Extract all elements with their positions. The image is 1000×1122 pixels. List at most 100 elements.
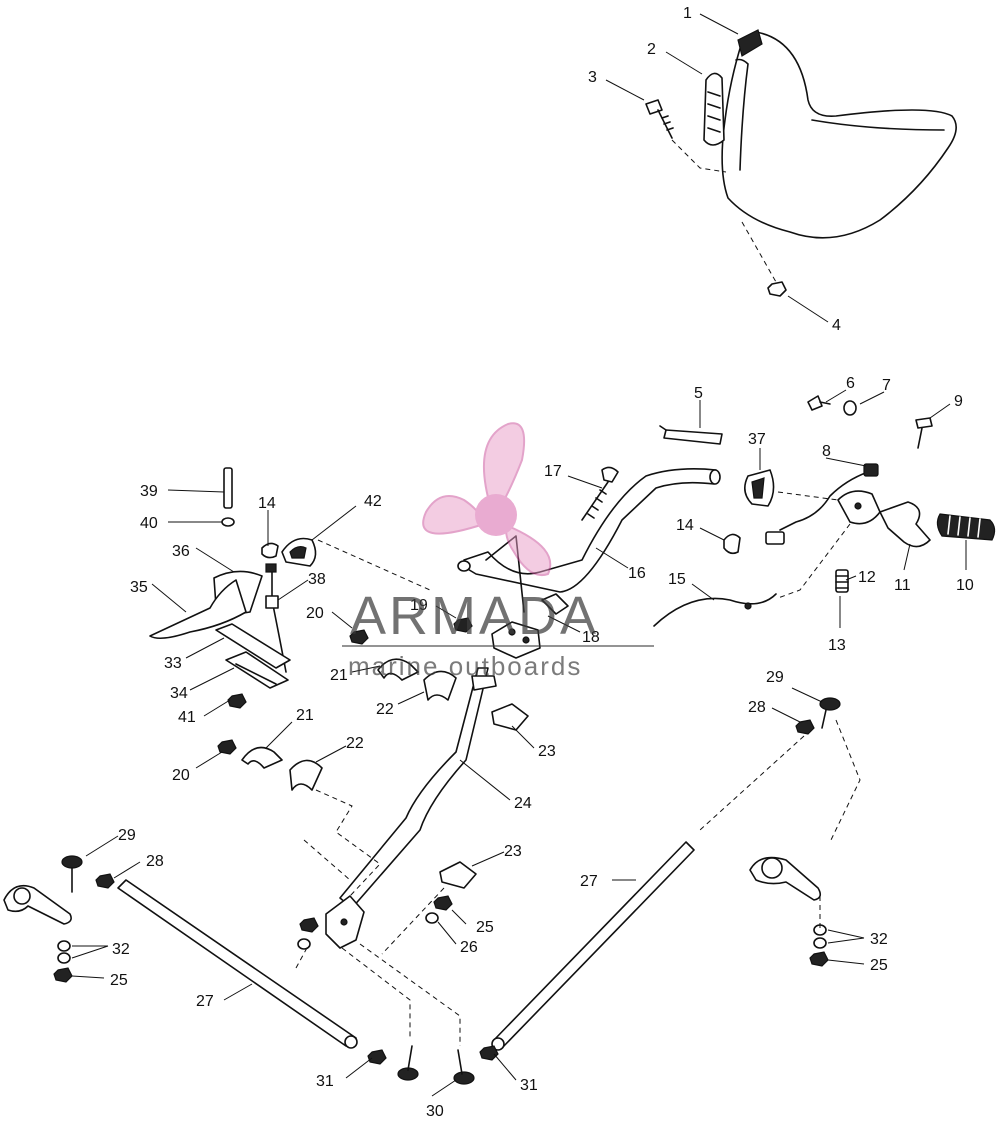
cable-38 bbox=[265, 563, 287, 673]
callout-labels: 1 2 3 4 5 6 7 8 9 10 11 12 13 14 14 15 1… bbox=[110, 5, 974, 1120]
bolt-30-left bbox=[397, 1045, 419, 1081]
callout-2: 2 bbox=[647, 41, 656, 58]
clip-14-right bbox=[723, 533, 741, 555]
bracket-34 bbox=[225, 651, 289, 689]
tie-rod-end-right bbox=[749, 856, 822, 901]
callout-19: 19 bbox=[410, 597, 428, 614]
throttle-body-11 bbox=[837, 490, 931, 548]
callout-32-right: 32 bbox=[870, 931, 888, 948]
pin-39 bbox=[223, 467, 233, 509]
callout-21-upper: 21 bbox=[330, 667, 348, 684]
callout-21-lower: 21 bbox=[296, 707, 314, 724]
callout-22-upper: 22 bbox=[376, 701, 394, 718]
tie-rod-27-left bbox=[117, 879, 358, 1049]
nut-center-left bbox=[299, 917, 319, 933]
callout-25-left: 25 bbox=[110, 972, 128, 989]
watermark-tagline: marine outboards bbox=[348, 651, 583, 681]
throttle-cam-37 bbox=[744, 469, 775, 507]
bolt-30-right bbox=[453, 1049, 475, 1085]
seat-nut bbox=[767, 281, 787, 297]
nut-31-left bbox=[367, 1049, 387, 1065]
callout-20-lower: 20 bbox=[172, 767, 190, 784]
seat bbox=[721, 29, 957, 239]
callout-10: 10 bbox=[956, 577, 974, 594]
callout-15: 15 bbox=[668, 571, 686, 588]
nut-19 bbox=[453, 617, 473, 633]
clip-21-upper bbox=[377, 658, 419, 681]
watermark-brand: ARMADA bbox=[350, 586, 600, 646]
callout-31-left: 31 bbox=[316, 1073, 334, 1090]
grommet-42 bbox=[281, 537, 317, 567]
callout-4: 4 bbox=[832, 317, 841, 334]
screw-9 bbox=[915, 417, 933, 449]
nut-31-right bbox=[479, 1045, 499, 1061]
callout-31-right: 31 bbox=[520, 1077, 538, 1094]
nut-20-upper bbox=[349, 629, 369, 645]
callout-22-lower: 22 bbox=[346, 735, 364, 752]
armada-propeller-logo bbox=[422, 422, 552, 576]
screw-6 bbox=[807, 395, 831, 411]
nut-25-left bbox=[53, 967, 73, 983]
callout-14-left: 14 bbox=[258, 495, 276, 512]
callout-40: 40 bbox=[140, 515, 158, 532]
callout-14-right: 14 bbox=[676, 517, 694, 534]
bolt-29-left bbox=[61, 855, 83, 893]
washer-7 bbox=[843, 400, 857, 416]
callout-23-upper: 23 bbox=[538, 743, 556, 760]
clip-22-lower bbox=[289, 759, 323, 791]
tie-rod-end-left bbox=[3, 884, 72, 925]
callout-38: 38 bbox=[308, 571, 326, 588]
callout-29-right: 29 bbox=[766, 669, 784, 686]
callout-27-left: 27 bbox=[196, 993, 214, 1010]
tie-rod-27-right bbox=[491, 841, 695, 1051]
callout-12: 12 bbox=[858, 569, 876, 586]
callout-9: 9 bbox=[954, 393, 963, 410]
pivot-bolt bbox=[581, 466, 619, 521]
callout-18: 18 bbox=[582, 629, 600, 646]
callout-11: 11 bbox=[894, 577, 911, 594]
washer-40 bbox=[221, 517, 235, 527]
steering-arm-24 bbox=[325, 667, 497, 949]
callout-33: 33 bbox=[164, 655, 182, 672]
washer-center-left bbox=[297, 938, 311, 950]
shift-pin bbox=[659, 425, 723, 445]
handle-grip-10 bbox=[936, 513, 996, 541]
callout-28-right: 28 bbox=[748, 699, 766, 716]
callout-20-upper: 20 bbox=[306, 605, 324, 622]
callout-24: 24 bbox=[514, 795, 532, 812]
throttle-cable-15 bbox=[653, 593, 777, 627]
nut-25-center bbox=[433, 895, 453, 911]
watermark-rule bbox=[342, 645, 654, 647]
callout-16: 16 bbox=[628, 565, 646, 582]
bracket-18 bbox=[491, 621, 541, 659]
nut-25-right bbox=[809, 951, 829, 967]
callout-29-left: 29 bbox=[118, 827, 136, 844]
clamp-23-upper bbox=[491, 703, 529, 731]
bolt-29-right bbox=[819, 697, 841, 729]
callout-7: 7 bbox=[882, 377, 891, 394]
callout-28-left: 28 bbox=[146, 853, 164, 870]
clip-22-upper bbox=[423, 670, 457, 701]
callout-26: 26 bbox=[460, 939, 478, 956]
lever-35 bbox=[149, 579, 247, 640]
callout-36: 36 bbox=[172, 543, 190, 560]
nut-28-left bbox=[95, 873, 115, 889]
nut-28-right bbox=[795, 719, 815, 735]
callout-3: 3 bbox=[588, 69, 597, 86]
washer-26 bbox=[425, 912, 439, 924]
callout-35: 35 bbox=[130, 579, 148, 596]
plate-33 bbox=[215, 623, 291, 669]
callout-34: 34 bbox=[170, 685, 188, 702]
callout-37: 37 bbox=[748, 431, 766, 448]
clamp-23-lower bbox=[439, 861, 477, 889]
callout-39: 39 bbox=[140, 483, 158, 500]
callout-17: 17 bbox=[544, 463, 562, 480]
callout-30: 30 bbox=[426, 1103, 444, 1120]
callout-25-center: 25 bbox=[476, 919, 494, 936]
callout-41: 41 bbox=[178, 709, 196, 726]
washers-32-right bbox=[813, 924, 827, 949]
callout-27-right: 27 bbox=[580, 873, 598, 890]
callout-13: 13 bbox=[828, 637, 846, 654]
